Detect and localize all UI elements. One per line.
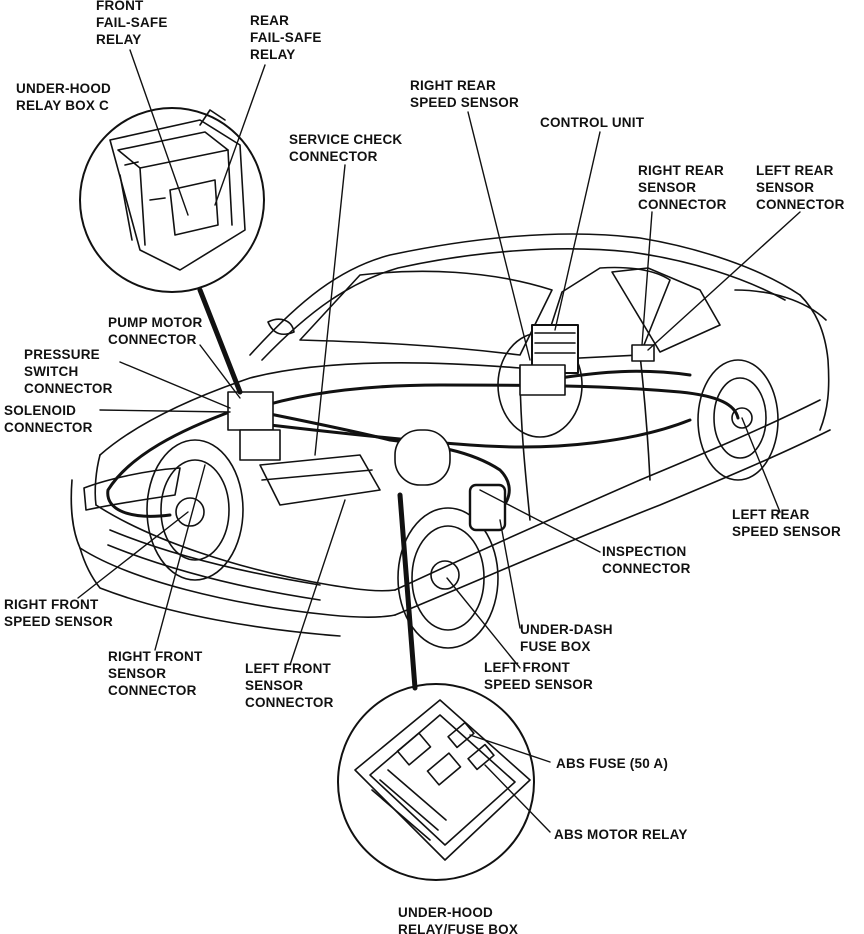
label-right-front-sensor-connector: RIGHT FRONT SENSOR CONNECTOR (108, 649, 203, 698)
leader-lines (77, 49, 801, 833)
label-service-check-connector: SERVICE CHECK CONNECTOR (289, 132, 403, 164)
label-solenoid-connector: SOLENOID CONNECTOR (4, 403, 93, 435)
relay-fuse-box-detail (337, 683, 535, 881)
label-front-failsafe-relay: FRONT FAIL-SAFE RELAY (96, 0, 168, 47)
label-underhood-relay-fuse-box: UNDER-HOOD RELAY/FUSE BOX (398, 905, 519, 934)
label-right-rear-speed-sensor: RIGHT REAR SPEED SENSOR (410, 78, 519, 110)
label-underhood-relay-box-c: UNDER-HOOD RELAY BOX C (16, 81, 111, 113)
label-left-front-sensor-connector: LEFT FRONT SENSOR CONNECTOR (245, 661, 334, 710)
label-abs-fuse: ABS FUSE (50 A) (556, 756, 669, 771)
label-underdash-fuse-box: UNDER-DASH FUSE BOX (520, 622, 613, 654)
control-unit (519, 324, 579, 396)
label-abs-motor-relay: ABS MOTOR RELAY (554, 827, 688, 842)
label-pump-motor-connector: PUMP MOTOR CONNECTOR (108, 315, 203, 347)
detail-bar-bottom (397, 492, 418, 691)
label-pressure-switch-connector: PRESSURE SWITCH CONNECTOR (24, 347, 113, 396)
label-left-rear-sensor-connector: LEFT REAR SENSOR CONNECTOR (756, 163, 845, 212)
label-inspection-connector: INSPECTION CONNECTOR (602, 544, 691, 576)
detail-bar-top (197, 287, 243, 395)
relay-box-c-detail (79, 107, 265, 293)
label-right-front-speed-sensor: RIGHT FRONT SPEED SENSOR (4, 597, 113, 629)
label-left-rear-speed-sensor: LEFT REAR SPEED SENSOR (732, 507, 841, 539)
car-body (70, 233, 831, 637)
label-rear-failsafe-relay: REAR FAIL-SAFE RELAY (250, 13, 322, 62)
modulator-unit (227, 391, 507, 532)
label-control-unit: CONTROL UNIT (540, 115, 645, 130)
label-left-front-speed-sensor: LEFT FRONT SPEED SENSOR (484, 660, 593, 692)
label-right-rear-sensor-connector: RIGHT REAR SENSOR CONNECTOR (638, 163, 727, 212)
